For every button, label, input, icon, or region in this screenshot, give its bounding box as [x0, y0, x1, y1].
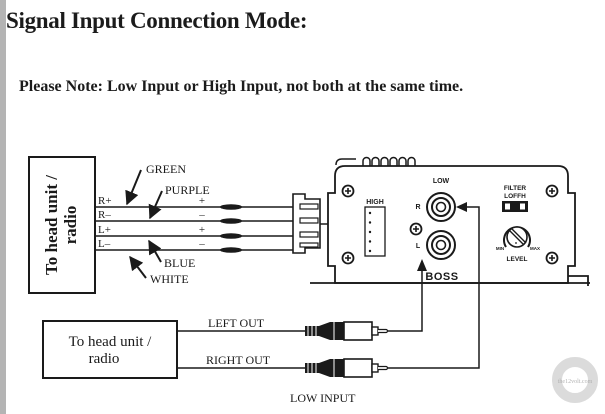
wire-label-white: WHITE [150, 272, 189, 286]
left-out-label: LEFT OUT [208, 316, 265, 330]
wire-connector [220, 233, 242, 239]
left-rca-cable [388, 270, 423, 332]
wire-terminal-label: L+ [98, 224, 111, 236]
blue-arrow-icon [148, 239, 162, 263]
cooling-fin [389, 156, 398, 166]
low-input-head-unit-box: To head unit / radio [42, 320, 178, 379]
level-label: LEVEL [507, 256, 528, 263]
speaker-wire: R+ + [95, 195, 293, 210]
cooling-fin [398, 156, 407, 166]
wire-terminal-label: L– [98, 238, 111, 250]
screw-icon [341, 184, 355, 198]
wire-terminal-label: R– [98, 209, 111, 221]
speaker-wires: R+ + R– – L+ + L– – [95, 195, 293, 253]
level-knob[interactable] [503, 226, 531, 248]
level-min-label: MIN [496, 246, 504, 251]
left-rca-arrow-icon [417, 259, 427, 271]
right-out-label: RIGHT OUT [206, 353, 271, 367]
wire-label-purple: PURPLE [165, 183, 210, 197]
high-head-unit-label-1: To head unit / [42, 175, 61, 275]
amp-screws [341, 184, 559, 265]
svg-text:the12volt.com: the12volt.com [558, 379, 593, 385]
speaker-wire: L+ + [95, 224, 293, 239]
filter-switch-label: LOFFH [504, 193, 526, 200]
right-rca-arrow-icon [456, 202, 467, 212]
amplifier: HIGH LOW R L BOSS FILTER LOFFH [310, 156, 590, 286]
wire-label-blue: BLUE [164, 256, 195, 270]
purple-arrow-icon [148, 190, 163, 220]
high-input-terminal [364, 206, 386, 257]
amp-cooling-fins [362, 156, 416, 166]
rca-plug-icon [305, 321, 389, 341]
wire-connector [220, 218, 242, 224]
screw-icon [341, 251, 355, 265]
watermark: the12volt.com [552, 357, 598, 403]
high-head-unit-label-2: radio [61, 206, 80, 245]
wire-connector [220, 247, 242, 253]
rca-jack-left [426, 230, 456, 260]
low-head-unit-label-2: radio [89, 351, 120, 367]
screw-icon [545, 251, 559, 265]
high-terminal-label: HIGH [366, 199, 384, 206]
wire-connector [220, 204, 242, 210]
level-max-label: MAX [530, 246, 540, 251]
wire-polarity-label: – [198, 238, 205, 250]
wire-label-green: GREEN [146, 162, 186, 176]
screw-icon [409, 222, 423, 236]
cooling-fin [407, 156, 416, 166]
terminal-pin [368, 240, 372, 243]
rca-jack-right [426, 192, 456, 222]
wire-polarity-label: + [199, 224, 205, 236]
terminal-pin [368, 211, 372, 215]
filter-label: FILTER [504, 185, 527, 192]
page-title: Signal Input Connection Mode: [6, 8, 308, 33]
right-rca-cable [388, 206, 480, 369]
rca-r-label: R [415, 204, 420, 211]
boss-logo: BOSS [425, 271, 458, 283]
low-head-unit-label-1: To head unit / [69, 334, 153, 350]
cooling-fin [371, 156, 380, 166]
terminal-pin [368, 230, 372, 234]
connection-note: Please Note: Low Input or High Input, no… [19, 78, 464, 95]
low-input-caption: LOW INPUT [290, 391, 356, 405]
page-edge-bar [0, 0, 6, 414]
high-input-head-unit-box: To head unit / radio [28, 156, 96, 294]
wire-polarity-label: – [198, 209, 205, 221]
cooling-fin [380, 156, 389, 166]
rca-l-label: L [416, 243, 421, 250]
terminal-pin [368, 249, 372, 253]
speaker-wire: R– – [95, 209, 293, 224]
white-arrow-icon [129, 255, 147, 279]
green-arrow-icon [125, 169, 142, 206]
wire-polarity-label: + [199, 195, 205, 207]
rca-plug-icon [305, 358, 389, 378]
terminal-pin [368, 221, 372, 224]
screw-icon [545, 184, 559, 198]
speaker-wire: L– – [95, 238, 293, 253]
wire-terminal-label: R+ [98, 195, 112, 207]
cooling-fin [362, 156, 371, 166]
filter-switch[interactable] [502, 201, 528, 212]
low-input-label: LOW [433, 178, 450, 185]
high-input-plug [292, 193, 359, 254]
